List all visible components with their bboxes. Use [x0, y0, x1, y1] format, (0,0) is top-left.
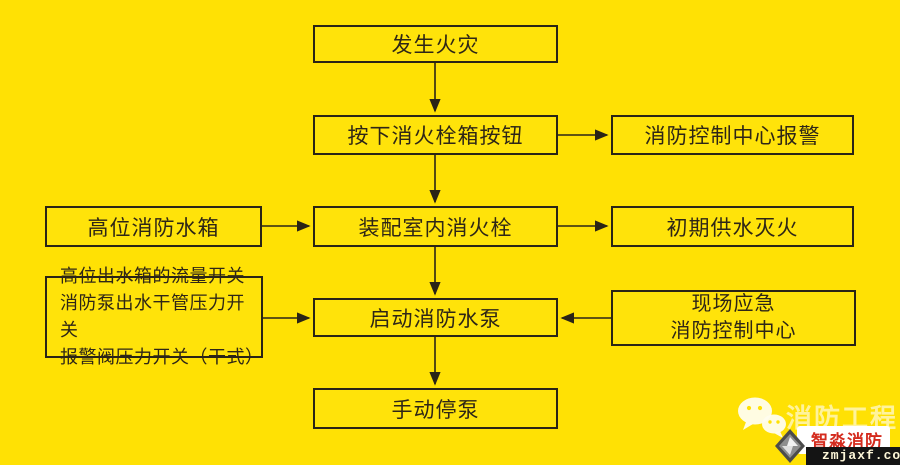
wechat-icon: [738, 397, 786, 438]
node-high-level-water-tank: 高位消防水箱: [45, 206, 262, 247]
node-control-center-alarm: 消防控制中心报警: [611, 115, 854, 155]
zhimiao-diamond-logo: [775, 429, 805, 463]
site-url-badge: zmjaxf.com: [806, 447, 900, 465]
switch-line-1: 高位出水箱的流量开关: [60, 266, 245, 286]
node-start-fire-pump: 启动消防水泵: [313, 298, 558, 337]
node-indoor-hydrant: 装配室内消火栓: [313, 206, 558, 247]
node-manual-pump-stop: 手动停泵: [313, 388, 558, 429]
node-fire-occurs: 发生火灾: [313, 25, 558, 63]
switch-line-3: 报警阀压力开关（干式）: [60, 347, 264, 367]
node-initial-water-supply: 初期供水灭火: [611, 206, 854, 247]
node-press-hydrant-button: 按下消火栓箱按钮: [313, 115, 558, 155]
emergency-line-1: 现场应急: [691, 293, 776, 315]
node-onsite-emergency-center: 现场应急 消防控制中心: [611, 290, 856, 346]
node-pressure-flow-switches: 高位出水箱的流量开关 消防泵出水干管压力开关 报警阀压力开关（干式）: [45, 266, 263, 367]
switch-line-2: 消防泵出水干管压力开关: [60, 293, 245, 340]
emergency-line-2: 消防控制中心: [670, 320, 797, 342]
